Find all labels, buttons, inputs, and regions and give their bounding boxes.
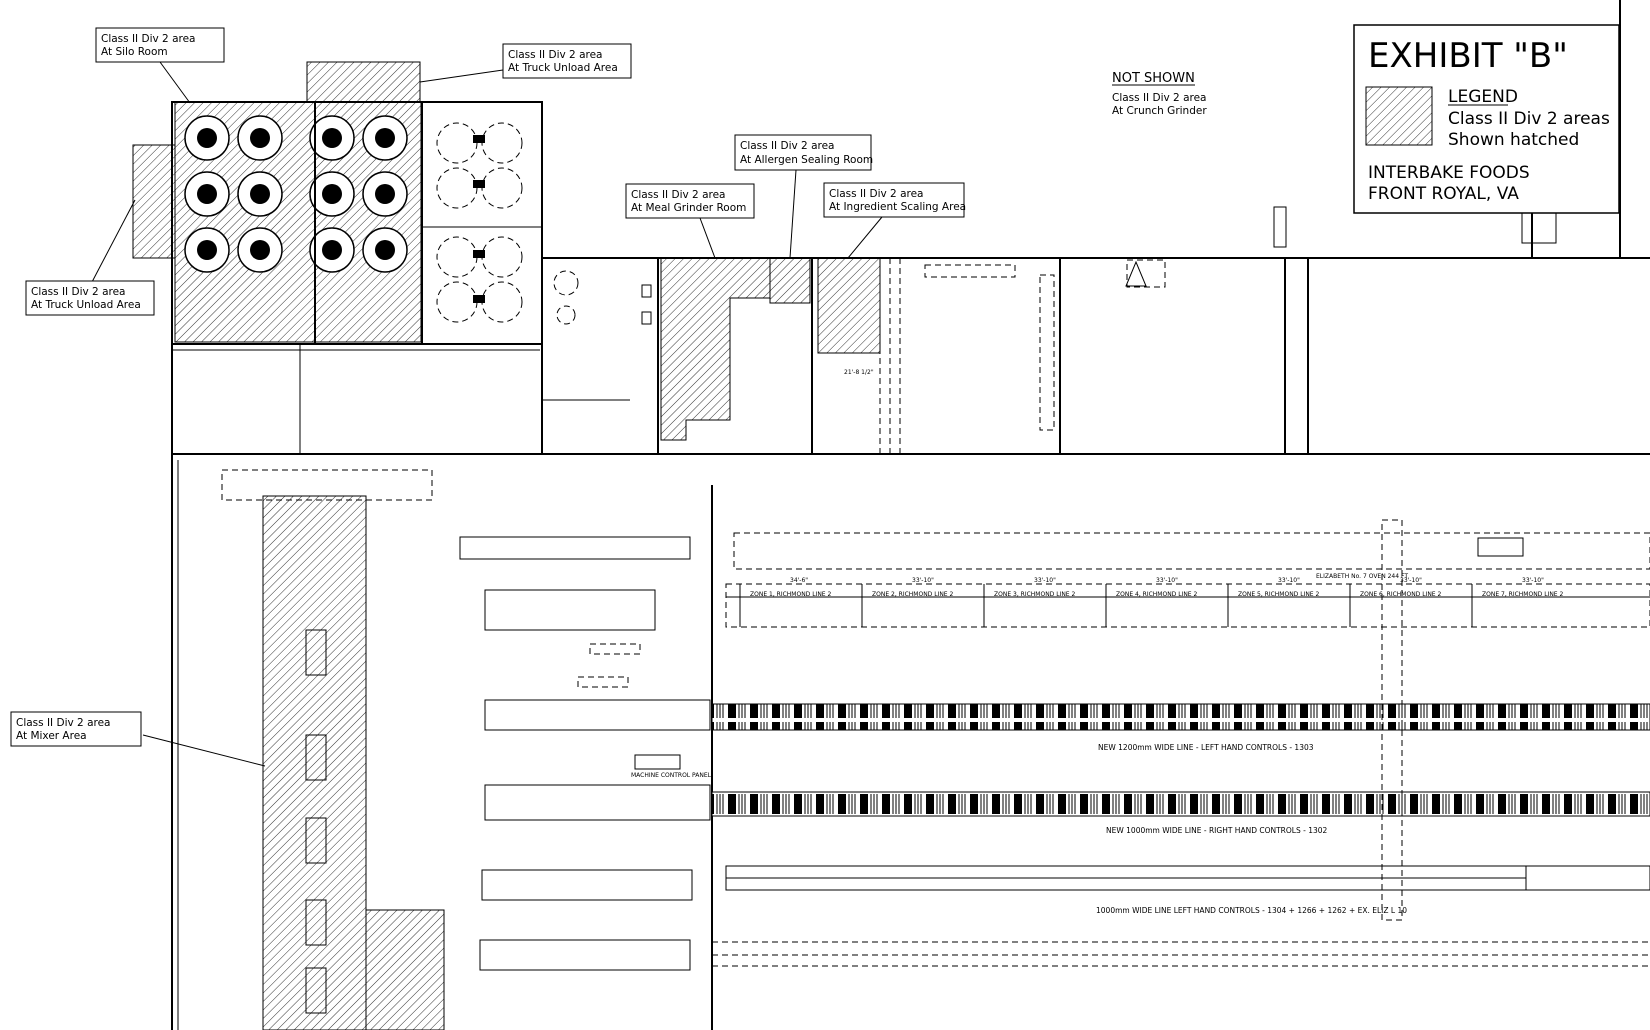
callout-line1: Class II Div 2 area	[31, 286, 125, 298]
legend-line1: Class II Div 2 areas	[1448, 109, 1610, 129]
zone-label: ZONE 3, RICHMOND LINE 2	[994, 591, 1076, 598]
exhibit-title: EXHIBIT "B"	[1368, 36, 1568, 76]
conveyor-1200	[711, 703, 1650, 731]
not-shown-note: NOT SHOWN Class II Div 2 area At Crunch …	[1112, 71, 1207, 117]
callout-line2: At Allergen Sealing Room	[740, 154, 873, 166]
exhibit-legend-box: EXHIBIT "B" LEGEND Class II Div 2 areas …	[1353, 24, 1620, 214]
not-shown-line1: Class II Div 2 area	[1112, 92, 1206, 104]
silo-core	[250, 128, 270, 148]
callout-line1: Class II Div 2 area	[101, 33, 195, 45]
callout-ingredient: Class II Div 2 area At Ingredient Scalin…	[823, 182, 966, 218]
callout-allergen: Class II Div 2 area At Allergen Sealing …	[734, 134, 873, 171]
allergen-hatch	[769, 257, 811, 304]
callout-mixer: Class II Div 2 area At Mixer Area	[10, 711, 142, 747]
silo-core	[197, 128, 217, 148]
zone-label: ZONE 4, RICHMOND LINE 2	[1116, 591, 1198, 598]
callout-silo-room: Class II Div 2 area At Silo Room	[95, 27, 225, 63]
silo-core	[197, 240, 217, 260]
callout-line2: At Ingredient Scaling Area	[829, 201, 966, 213]
building-walls	[171, 0, 1650, 1030]
zone-dimension: 33'-10"	[1278, 577, 1300, 584]
oven-note: ELIZABETH No. 7 OVEN 244 FT	[1316, 573, 1408, 580]
zone-dimension: 33'-10"	[1522, 577, 1544, 584]
callout-line2: At Silo Room	[101, 46, 168, 58]
silo-core	[250, 184, 270, 204]
callout-line1: Class II Div 2 area	[16, 717, 110, 729]
callout-truck-unload-left: Class II Div 2 area At Truck Unload Area	[25, 280, 155, 316]
callout-meal-grinder: Class II Div 2 area At Meal Grinder Room	[625, 183, 755, 219]
silo-core	[250, 240, 270, 260]
company-name: INTERBAKE FOODS	[1368, 163, 1530, 183]
callout-line2: At Meal Grinder Room	[631, 202, 746, 214]
callout-line2: At Truck Unload Area	[508, 62, 618, 74]
silo-group	[184, 115, 408, 273]
legend-heading: LEGEND	[1448, 87, 1518, 107]
not-shown-line2: At Crunch Grinder	[1112, 105, 1207, 117]
zone-dimension: 34'-6"	[790, 577, 808, 584]
room-fixtures	[436, 122, 1557, 431]
zone-label: ZONE 6, RICHMOND LINE 2	[1360, 591, 1442, 598]
silo-core	[322, 240, 342, 260]
zone-dimension: 33'-10"	[1400, 577, 1422, 584]
zone-label: ZONE 1, RICHMOND LINE 2	[750, 591, 832, 598]
zone-dimension: 33'-10"	[912, 577, 934, 584]
zone-dimension: 33'-10"	[1156, 577, 1178, 584]
meal-grinder-hatch	[660, 257, 771, 441]
callout-line1: Class II Div 2 area	[740, 140, 834, 152]
callout-line1: Class II Div 2 area	[631, 189, 725, 201]
mixer-area-hatch	[262, 495, 367, 1030]
ingredient-hatch	[817, 257, 881, 354]
machine-control-panel-label: MACHINE CONTROL PANEL	[631, 772, 712, 779]
zone-label: ZONE 5, RICHMOND LINE 2	[1238, 591, 1320, 598]
not-shown-heading: NOT SHOWN	[1112, 71, 1195, 86]
leader-lines	[91, 61, 883, 767]
legend-line2: Shown hatched	[1448, 130, 1579, 150]
line-labels: NEW 1200mm WIDE LINE - LEFT HAND CONTROL…	[631, 369, 1408, 915]
company-location: FRONT ROYAL, VA	[1368, 184, 1519, 204]
zone-label: ZONE 7, RICHMOND LINE 2	[1482, 591, 1564, 598]
zone-dimension: 33'-10"	[1034, 577, 1056, 584]
callout-line2: At Mixer Area	[16, 730, 87, 742]
zone-labels: ZONE 1, RICHMOND LINE 2 34'-6" ZONE 2, RIC…	[739, 577, 1564, 627]
silo-core	[375, 184, 395, 204]
zone-label: ZONE 2, RICHMOND LINE 2	[872, 591, 954, 598]
conveyor-1000-right	[711, 791, 1650, 817]
label-1000-left-line: 1000mm WIDE LINE LEFT HAND CONTROLS - 13…	[1096, 906, 1407, 915]
callout-line1: Class II Div 2 area	[508, 49, 602, 61]
silo-core	[322, 128, 342, 148]
silo-core	[322, 184, 342, 204]
label-1000-right-line: NEW 1000mm WIDE LINE - RIGHT HAND CONTRO…	[1106, 826, 1328, 835]
callout-truck-unload-top: Class II Div 2 area At Truck Unload Area	[502, 43, 632, 79]
silo-core	[375, 240, 395, 260]
silo-core	[375, 128, 395, 148]
truck-unload-left-hatch	[132, 144, 176, 259]
label-1200-line: NEW 1200mm WIDE LINE - LEFT HAND CONTROL…	[1098, 743, 1314, 752]
silo-core	[197, 184, 217, 204]
dimension-label: 21'-8 1/2"	[844, 369, 874, 376]
callout-line2: At Truck Unload Area	[31, 299, 141, 311]
mixer-area-hatch-lower	[365, 909, 445, 1030]
truck-unload-top-hatch	[306, 61, 421, 103]
callout-line1: Class II Div 2 area	[829, 188, 923, 200]
process-lines	[221, 469, 1650, 1030]
